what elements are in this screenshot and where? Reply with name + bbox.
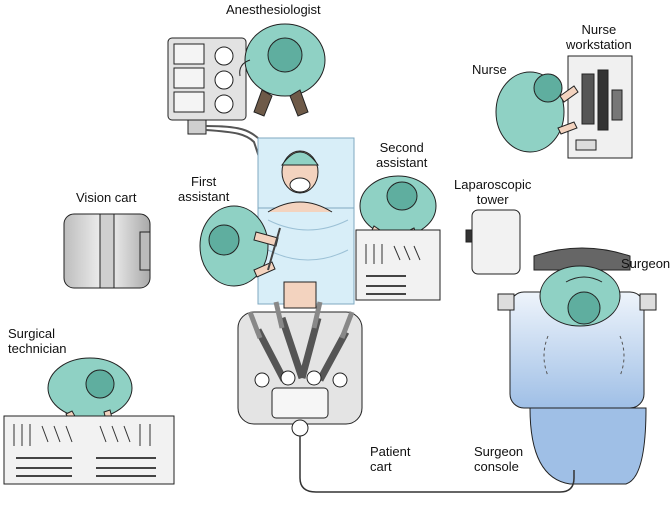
anesthesia-machine [167, 37, 263, 167]
surgeon-figure [539, 265, 621, 327]
anesthesiologist-figure [239, 23, 326, 117]
nurse-workstation [567, 55, 633, 159]
nurse-label: Nurse [472, 62, 507, 77]
patient [267, 150, 333, 213]
vision-cart [63, 213, 151, 289]
vision-cart-label: Vision cart [76, 190, 137, 205]
first-assistant-figure [199, 205, 281, 287]
robot-cable [299, 436, 575, 493]
second-assistant-tray [355, 229, 441, 301]
surgeon-console [497, 247, 657, 485]
patient-cart-robot [237, 281, 363, 437]
laparoscopic-tower [465, 209, 521, 275]
nurse-figure [495, 71, 579, 153]
surgical-instrument-table [3, 415, 175, 485]
anesthesiologist-label: Anesthesiologist [226, 2, 321, 17]
surgeon-label: Surgeon [621, 256, 671, 271]
